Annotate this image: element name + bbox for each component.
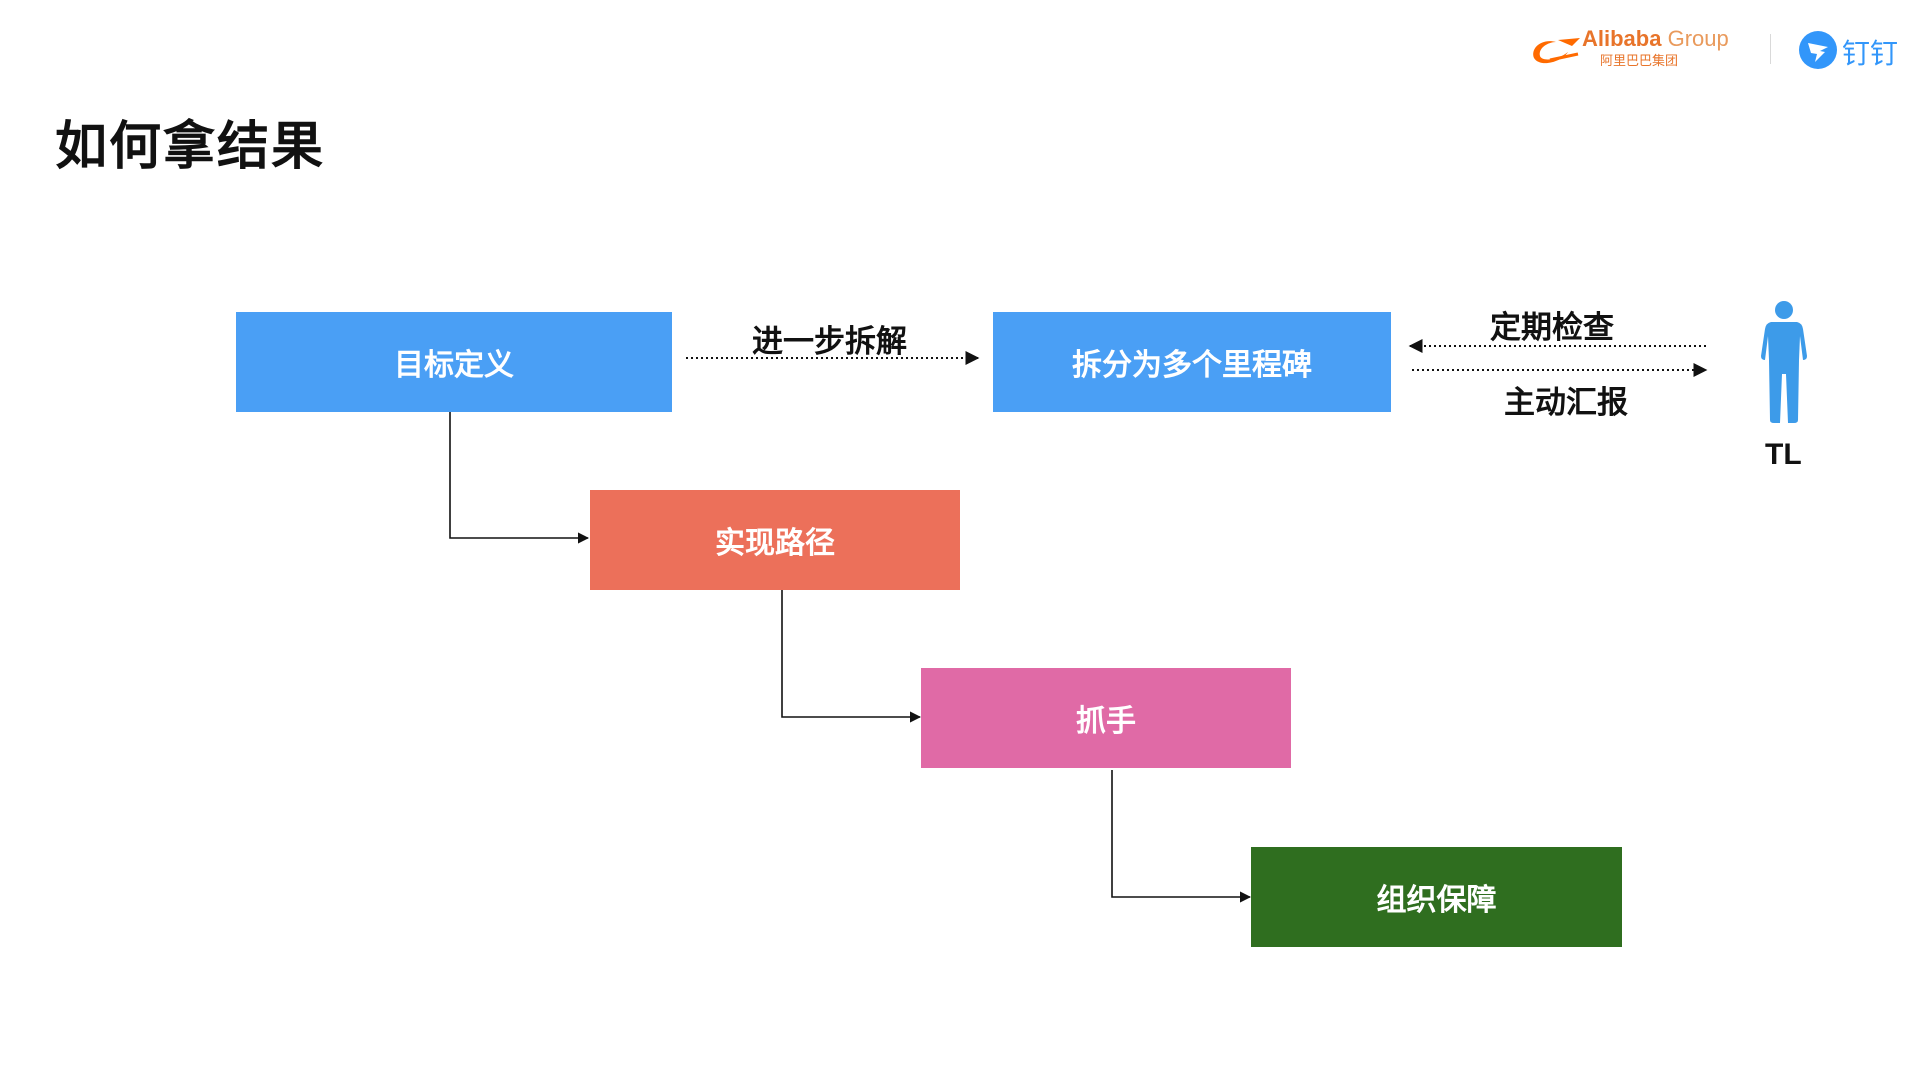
header-divider xyxy=(1770,34,1771,64)
person-icon xyxy=(1761,301,1807,423)
dingtalk-name: 钉钉 xyxy=(1842,37,1899,70)
dingtalk-logo: 钉钉 xyxy=(1798,28,1908,72)
node-goal: 目标定义 xyxy=(236,312,672,412)
node-grip-label: 抓手 xyxy=(1076,704,1136,739)
brand-name-bold: Alibaba xyxy=(1582,26,1662,51)
page-title: 如何拿结果 xyxy=(55,117,326,177)
alibaba-logo: Alibaba Group 阿里巴巴集团 xyxy=(1528,26,1756,72)
node-goal-label: 目标定义 xyxy=(394,348,514,383)
node-org: 组织保障 xyxy=(1251,847,1622,947)
brand-name-light: Group xyxy=(1667,26,1729,51)
connector-grip-to-org xyxy=(1111,770,1252,903)
dingtalk-icon xyxy=(1799,31,1837,69)
edge-label-periodic-check: 定期检查 xyxy=(1490,310,1614,346)
brand-sub: 阿里巴巴集团 xyxy=(1600,53,1679,68)
alibaba-smile-icon xyxy=(1533,38,1580,64)
node-grip: 抓手 xyxy=(921,668,1291,768)
node-org-label: 组织保障 xyxy=(1376,883,1497,918)
node-milestones-label: 拆分为多个里程碑 xyxy=(1072,348,1312,383)
node-path: 实现路径 xyxy=(590,490,960,590)
connector-goal-to-path xyxy=(449,412,590,544)
connector-path-to-grip xyxy=(781,590,922,723)
node-path-label: 实现路径 xyxy=(715,526,835,561)
person-label: TL xyxy=(1765,438,1802,471)
node-milestones: 拆分为多个里程碑 xyxy=(993,312,1391,412)
edge-label-decompose: 进一步拆解 xyxy=(752,324,907,360)
edge-label-active-report: 主动汇报 xyxy=(1504,385,1628,421)
